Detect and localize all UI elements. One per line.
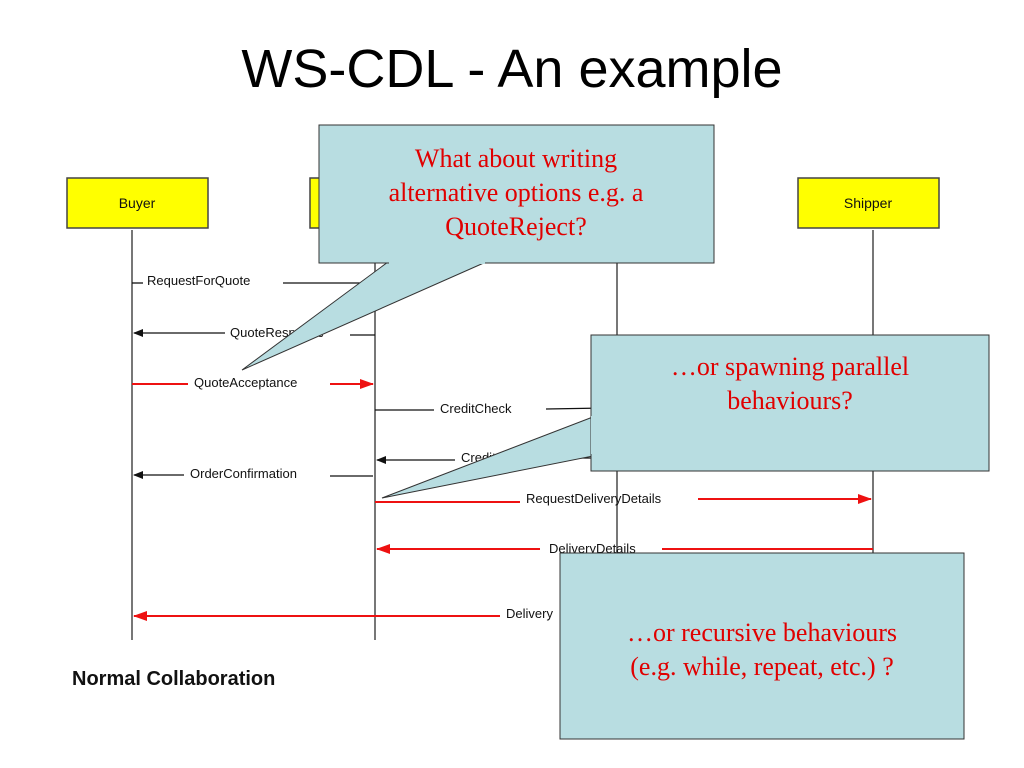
actor-shipper: Shipper — [797, 177, 940, 229]
callout-text-line: …or recursive behaviours — [627, 618, 897, 647]
message-label: DeliveryDetails — [549, 541, 636, 556]
actor-buyer-label: Buyer — [119, 195, 156, 211]
callout-recursive-behaviours: …or recursive behaviours (e.g. while, re… — [559, 552, 965, 740]
message-quote-acceptance: QuoteAcceptance — [132, 375, 374, 390]
message-label: OrderConfirmation — [190, 466, 297, 481]
callout-alternative-options: What about writing alternative options e… — [241, 124, 715, 371]
message-label: QuoteAcceptance — [194, 375, 297, 390]
message-label: RequestForQuote — [147, 273, 250, 288]
callout-text-line: (e.g. while, repeat, etc.) ? — [630, 652, 893, 681]
message-request-for-quote: RequestForQuote — [132, 273, 374, 288]
message-label: Delivery — [506, 606, 553, 621]
message-credit-check: CreditCheck — [375, 401, 606, 416]
message-label: RequestDeliveryDetails — [526, 491, 662, 506]
callout-text-line: What about writing — [415, 144, 617, 173]
callout-text-line: QuoteReject? — [445, 212, 587, 241]
slide-title: WS-CDL - An example — [241, 39, 783, 99]
message-label: CreditCheck — [440, 401, 512, 416]
message-order-confirmation: OrderConfirmation — [133, 466, 373, 481]
callout-text-line: behaviours? — [727, 386, 853, 415]
actor-shipper-label: Shipper — [844, 195, 893, 211]
message-delivery: Delivery — [133, 606, 553, 621]
actor-buyer: Buyer — [66, 177, 209, 229]
message-delivery-details: DeliveryDetails — [376, 541, 873, 556]
callout-text-line: …or spawning parallel — [671, 352, 909, 381]
callout-text-line: alternative options e.g. a — [389, 178, 644, 207]
diagram-caption: Normal Collaboration — [72, 668, 276, 690]
callout-parallel-behaviours: …or spawning parallel behaviours? — [381, 334, 990, 499]
message-request-delivery-details: RequestDeliveryDetails — [375, 491, 872, 506]
